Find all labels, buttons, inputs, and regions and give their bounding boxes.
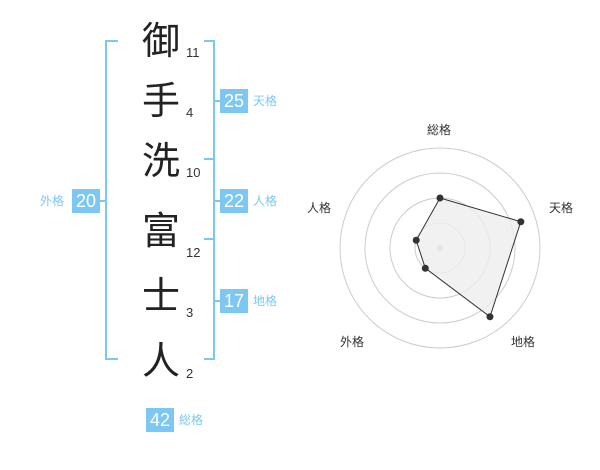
radar-point-1 xyxy=(436,194,444,202)
radar-point-5 xyxy=(412,236,420,244)
radar-polygon xyxy=(415,197,522,318)
radar-point-4 xyxy=(421,264,429,272)
stroke-count-2: 4 xyxy=(186,105,194,120)
gaikaku-bracket xyxy=(100,40,118,360)
radar-axis-label-gaikaku: 外格 xyxy=(340,335,365,349)
radar-ring xyxy=(339,147,541,349)
name-char-3: 洗 xyxy=(141,139,180,183)
stroke-count-6: 2 xyxy=(186,366,194,381)
soukaku-label: 総格 xyxy=(179,413,204,427)
gaikaku-value: 20 xyxy=(72,189,100,213)
name-char-2: 手 xyxy=(141,79,180,123)
radar-axis-label-tenkaku: 天格 xyxy=(549,201,574,215)
stroke-count-3: 10 xyxy=(186,165,201,180)
jinkaku-label: 人格 xyxy=(253,194,278,208)
gaikaku-label: 外格 xyxy=(40,194,65,208)
tenkaku-value: 25 xyxy=(220,89,248,113)
stroke-count-5: 3 xyxy=(186,305,194,320)
tenkaku-label: 天格 xyxy=(253,94,278,108)
name-char-4: 富 xyxy=(141,209,180,253)
radar-axis-label-jinkaku: 人格 xyxy=(307,201,332,215)
chikaku-bracket xyxy=(204,238,220,360)
name-char-5: 士 xyxy=(141,274,180,318)
soukaku-value: 42 xyxy=(146,408,174,432)
jinkaku-value: 22 xyxy=(220,189,248,213)
radar-point-2 xyxy=(517,218,525,226)
radar-axis-label-soukaku: 総格 xyxy=(427,123,452,137)
name-char-6: 人 xyxy=(141,339,180,383)
name-char-1: 御 xyxy=(141,19,180,63)
stroke-count-4: 12 xyxy=(186,245,201,260)
chikaku-label: 地格 xyxy=(253,294,278,308)
radar-point-3 xyxy=(486,313,494,321)
radar-ring xyxy=(364,172,516,324)
chikaku-value: 17 xyxy=(220,289,248,313)
radar-axis-label-chikaku: 地格 xyxy=(511,335,536,349)
stroke-count-1: 11 xyxy=(186,45,200,60)
